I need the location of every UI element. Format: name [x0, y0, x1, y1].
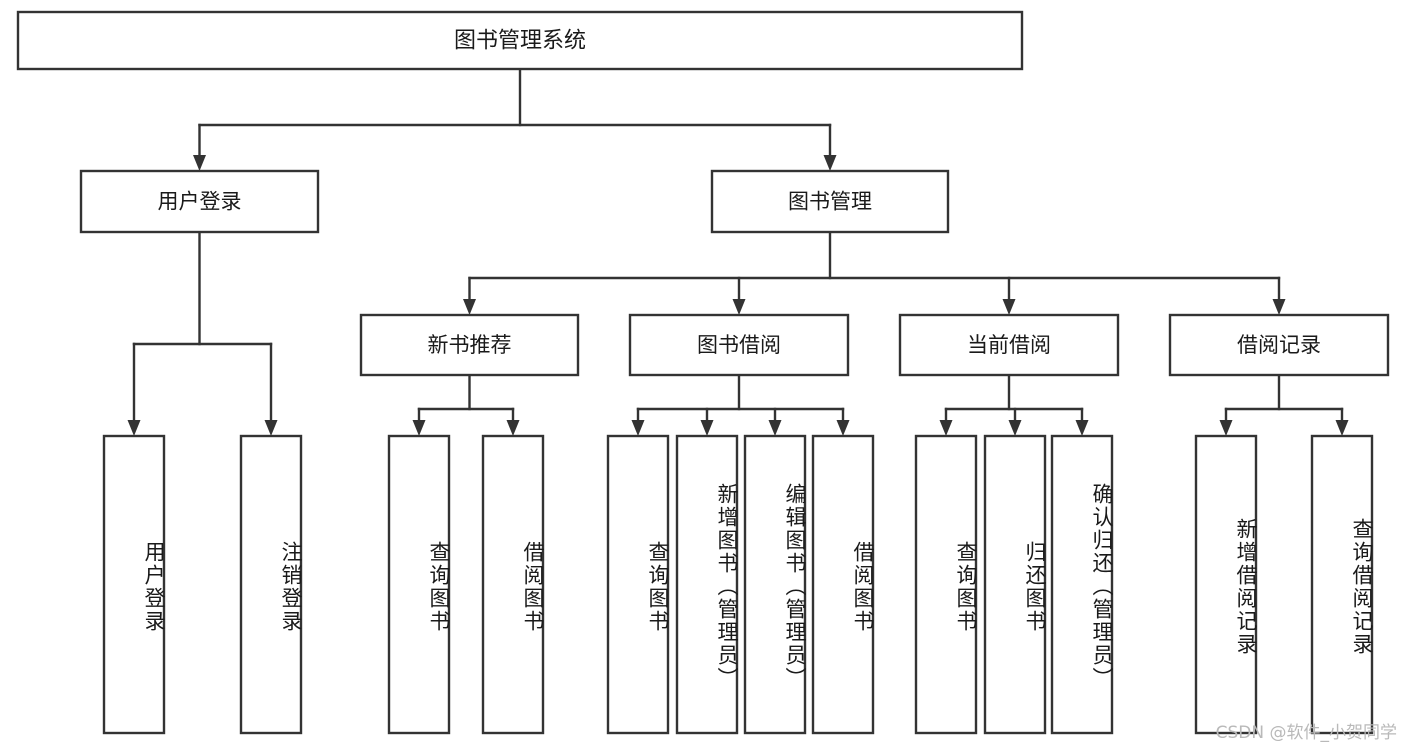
node-box-leaf-query-book-current[interactable] [914, 434, 978, 735]
node-label-new-book-recommend: 新书推荐 [428, 333, 512, 357]
arrow-head [631, 420, 645, 436]
node-box-leaf-add-borrow-record[interactable] [1194, 434, 1258, 735]
node-label-current-borrow: 当前借阅 [967, 333, 1051, 357]
arrow-head [700, 420, 714, 436]
arrow-head [193, 155, 206, 171]
arrow-head [1219, 420, 1233, 436]
arrow-head [264, 420, 278, 436]
arrow-head [732, 299, 746, 315]
node-box-leaf-confirm-return-admin[interactable] [1050, 434, 1114, 735]
arrow-head [823, 155, 837, 171]
node-label-user-login: 用户登录 [158, 190, 242, 214]
node-box-leaf-query-book-recommend[interactable] [387, 434, 451, 735]
node-box-current-borrow[interactable] [898, 313, 1120, 377]
node-box-borrow-record[interactable] [1168, 313, 1390, 377]
arrow-head [463, 299, 476, 315]
node-box-book-borrow[interactable] [628, 313, 850, 377]
node-box-leaf-query-borrow-record[interactable] [1310, 434, 1374, 735]
arrow-head [412, 420, 426, 436]
node-box-user-login[interactable] [79, 169, 320, 234]
arrow-head [939, 420, 953, 436]
node-label-book-borrow: 图书借阅 [697, 333, 781, 357]
node-box-book-management[interactable] [710, 169, 950, 234]
arrow-head [127, 420, 141, 436]
node-box-leaf-user-login[interactable] [102, 434, 166, 735]
node-box-new-book-recommend[interactable] [359, 313, 580, 377]
connector-layer [127, 67, 1349, 436]
node-box-leaf-add-book-admin[interactable] [675, 434, 739, 735]
node-box-root[interactable] [16, 10, 1024, 71]
node-box-leaf-borrow-book-recommend[interactable] [481, 434, 545, 735]
arrow-head [768, 420, 782, 436]
node-box-leaf-borrow-book[interactable] [811, 434, 875, 735]
arrow-head [836, 420, 850, 436]
csdn-watermark: CSDN @软件_小贺同学 [1215, 723, 1397, 743]
box-layer [16, 10, 1390, 735]
node-box-leaf-query-book-borrow[interactable] [606, 434, 670, 735]
arrow-head [1008, 420, 1022, 436]
node-box-leaf-logout[interactable] [239, 434, 303, 735]
arrow-head [1335, 420, 1349, 436]
arrow-head [1002, 299, 1016, 315]
node-label-book-management: 图书管理 [788, 190, 872, 214]
arrow-head [1272, 299, 1286, 315]
node-box-leaf-edit-book-admin[interactable] [743, 434, 807, 735]
node-label-root: 图书管理系统 [454, 29, 586, 54]
arrow-head [506, 420, 520, 436]
arrow-head [1075, 420, 1089, 436]
node-box-leaf-return-book[interactable] [983, 434, 1047, 735]
node-label-borrow-record: 借阅记录 [1237, 333, 1321, 357]
